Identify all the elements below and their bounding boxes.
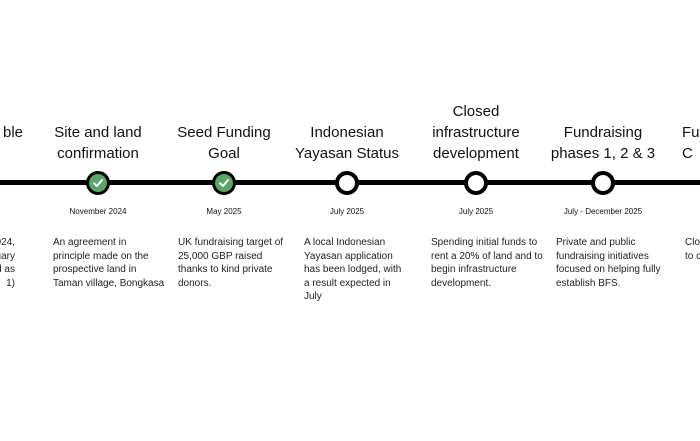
milestone-date: July 2025 — [458, 207, 494, 216]
milestone-node-complete — [86, 171, 110, 195]
milestone-node-complete — [212, 171, 236, 195]
milestone-title: Site and land confirmation — [54, 124, 142, 162]
checkmark-icon — [219, 179, 229, 187]
milestone-description: Clo to c — [685, 237, 700, 262]
milestone-title: Closed infrastructure development — [432, 103, 520, 162]
milestone-node-pending — [335, 171, 359, 195]
milestone-date: May 2025 — [206, 207, 242, 216]
milestone-title: Ful C — [682, 124, 700, 162]
milestone-description: An agreement in principle made on the pr… — [53, 237, 165, 289]
milestone-title: ble — [2, 124, 24, 141]
milestone-description: 024, uary ed as 1) — [0, 237, 15, 289]
checkmark-icon — [93, 179, 103, 187]
milestone-description: Private and public fundraising initiativ… — [556, 237, 661, 289]
milestone-node-pending — [591, 171, 615, 195]
milestone-title: Indonesian Yayasan Status — [295, 124, 399, 162]
milestone-title: Fundraising phases 1, 2 & 3 — [550, 124, 656, 162]
milestone-title: Seed Funding Goal — [177, 124, 271, 162]
milestone-description: UK fundraising target of 25,000 GBP rais… — [178, 237, 284, 289]
milestone-description: Spending initial funds to rent a 20% of … — [431, 237, 543, 289]
milestone-description: A local Indonesian Yayasan application h… — [304, 237, 402, 303]
milestone-date: November 2024 — [69, 207, 127, 216]
milestone-date: July 2025 — [329, 207, 365, 216]
milestone-node-pending — [464, 171, 488, 195]
milestone-date: July - December 2025 — [563, 207, 643, 216]
